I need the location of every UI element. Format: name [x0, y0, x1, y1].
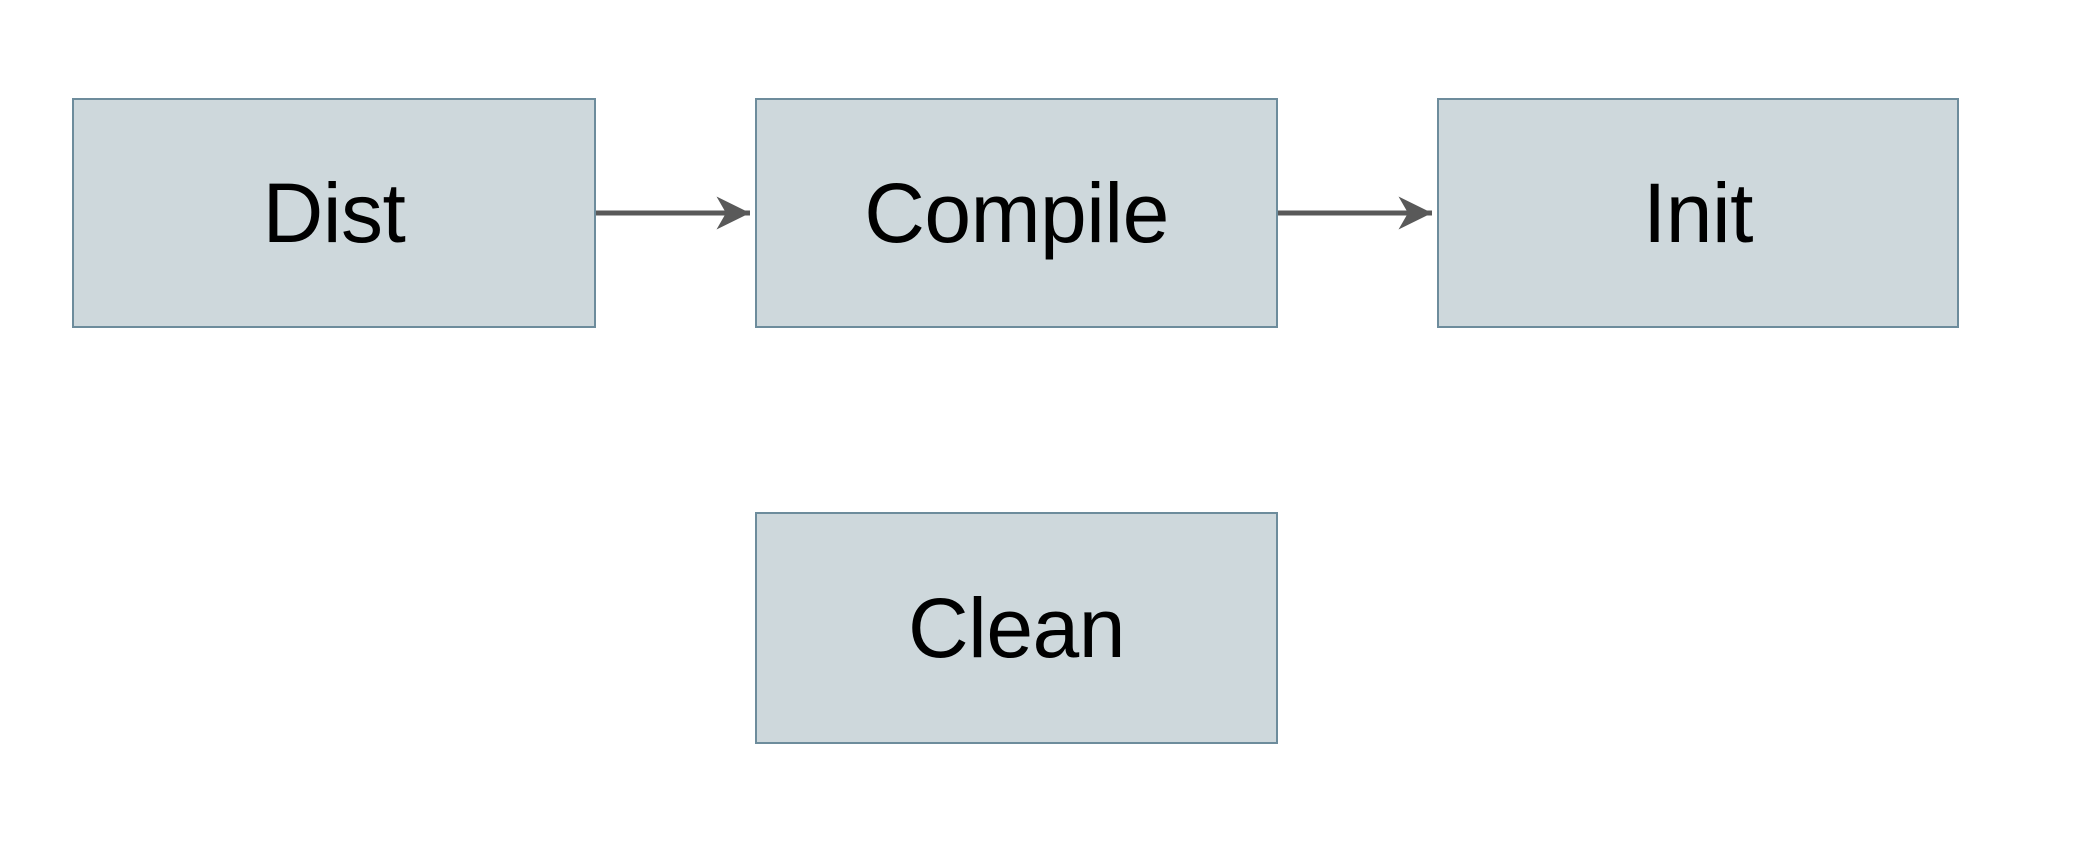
- edge-hitbox-dist-to-compile[interactable]: [596, 193, 755, 233]
- node-dist-label: Dist: [262, 166, 406, 260]
- node-compile[interactable]: Compile: [755, 98, 1278, 328]
- node-init[interactable]: Init: [1437, 98, 1959, 328]
- edge-hitbox-compile-to-init[interactable]: [1278, 193, 1437, 233]
- node-clean-label: Clean: [908, 581, 1125, 675]
- node-clean[interactable]: Clean: [755, 512, 1278, 744]
- node-dist[interactable]: Dist: [72, 98, 596, 328]
- node-init-label: Init: [1642, 166, 1754, 260]
- node-compile-label: Compile: [864, 166, 1169, 260]
